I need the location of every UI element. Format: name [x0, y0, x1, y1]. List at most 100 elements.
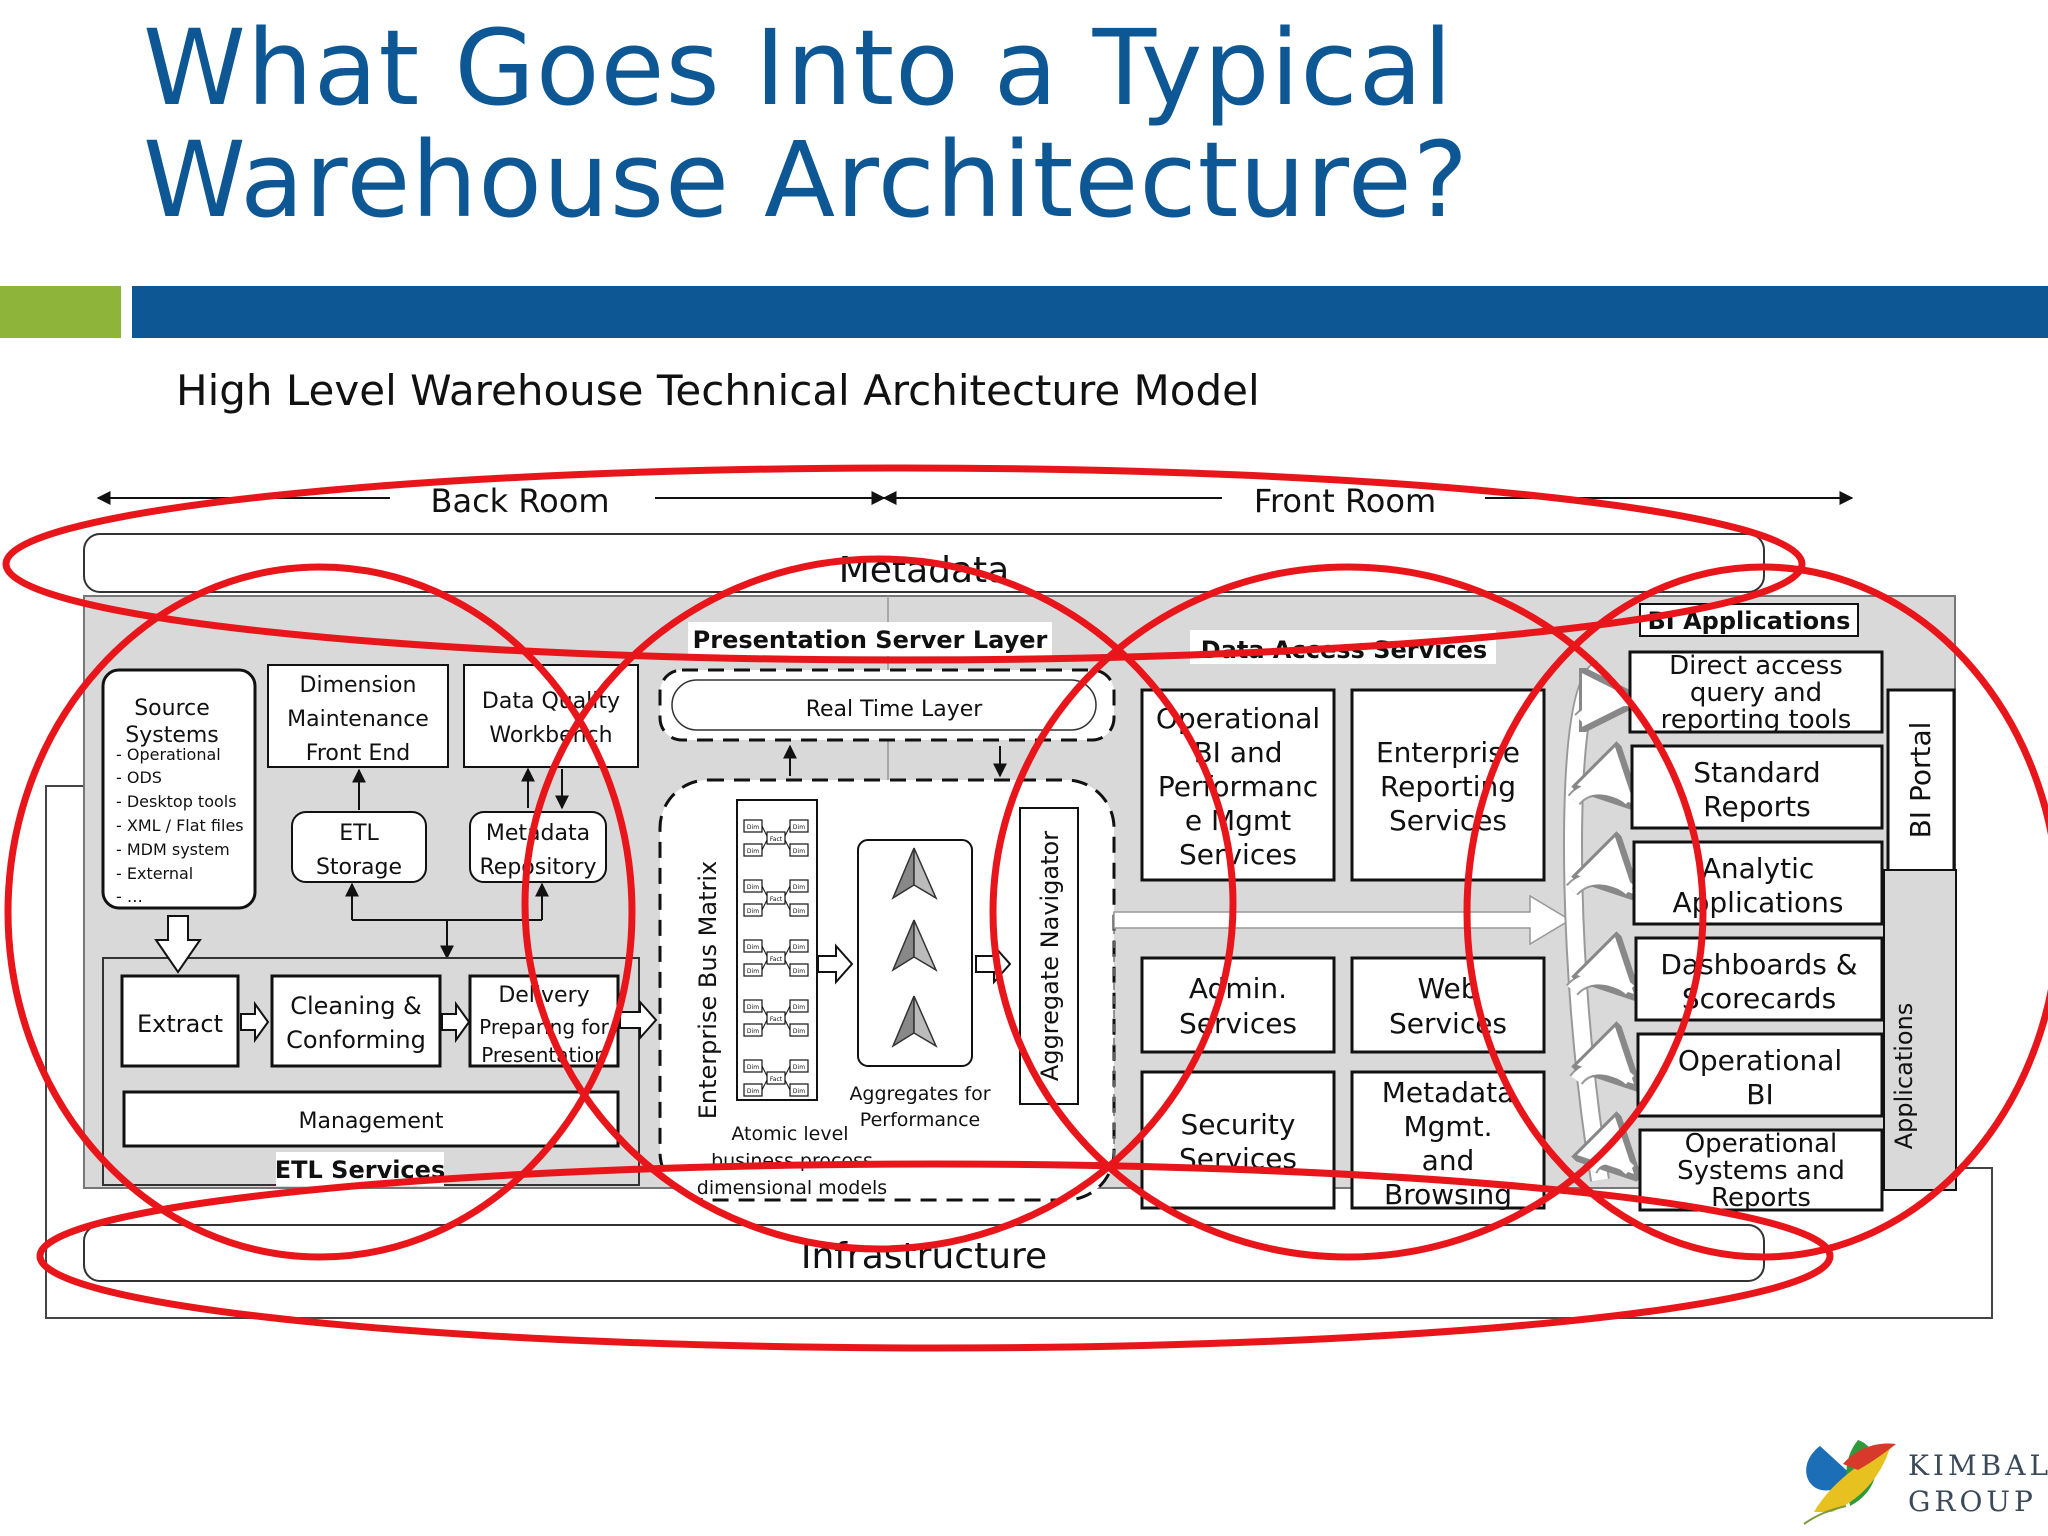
schema-link — [784, 839, 791, 851]
etl-storage-line: Storage — [316, 855, 402, 880]
dim-table-label: Dim — [793, 1088, 805, 1095]
schema-link — [784, 885, 791, 897]
schema-link — [761, 1019, 768, 1031]
highlight-ellipse-presentation — [521, 555, 1237, 1253]
schema-link — [784, 899, 791, 911]
real-time-layer-label: Real Time Layer — [806, 697, 984, 722]
dim-table-label: Dim — [747, 1004, 759, 1011]
delivery-line: Delivery — [498, 983, 589, 1008]
app-line: Operational — [1678, 1044, 1842, 1077]
service-line: e Mgmt — [1185, 804, 1291, 837]
dim-table-label: Dim — [793, 908, 805, 915]
source-item: - Operational — [116, 745, 221, 764]
app-line: Direct access — [1669, 651, 1843, 681]
highlight-ellipse-data-access — [989, 563, 1707, 1261]
app-line: Standard — [1693, 756, 1820, 789]
fact-table-label: Fact — [770, 1076, 783, 1083]
dim-table-label: Dim — [793, 848, 805, 855]
presentation-server-label: Presentation Server Layer — [693, 626, 1048, 654]
aggregate-navigator-label: Aggregate Navigator — [1036, 831, 1064, 1081]
dimension-maintenance-box: Dimension Maintenance Front End — [267, 664, 449, 768]
dim-table-label: Dim — [747, 848, 759, 855]
highlight-ellipses — [2, 464, 2048, 1352]
web-services-box: Web Services — [1350, 956, 1546, 1054]
app-dashboards-scorecards: Dashboards & Scorecards — [1634, 936, 1884, 1022]
fact-table-label: Fact — [770, 836, 783, 843]
service-line: BI and — [1193, 736, 1282, 769]
app-operational-systems: Operational Systems and Reports — [1638, 1128, 1884, 1213]
fact-table-label: Fact — [770, 956, 783, 963]
highlight-ellipse-bi-applications — [1463, 563, 2048, 1261]
source-item: - XML / Flat files — [116, 816, 244, 835]
schema-link — [761, 899, 768, 911]
highlight-ellipse-infrastructure — [36, 1160, 1834, 1352]
dim-table-label: Dim — [747, 1088, 759, 1095]
highlight-ellipse-metadata — [2, 464, 1806, 664]
fact-table-mark — [766, 891, 786, 905]
schema-link — [784, 1079, 791, 1091]
aggregates-caption-line: Performance — [860, 1109, 980, 1131]
service-line: Services — [1179, 1007, 1297, 1040]
fact-table-label: Fact — [770, 1016, 783, 1023]
logo-text-line-1: KIMBALL — [1908, 1449, 2048, 1482]
schema-link — [784, 1019, 791, 1031]
flow-arrow — [817, 943, 854, 985]
metadata-repository-line: Repository — [480, 855, 597, 880]
pyramid-icon — [891, 847, 938, 900]
dimension-maintenance-line: Maintenance — [287, 707, 429, 732]
schema-link — [761, 885, 768, 897]
slide-title-line-1: What Goes Into a Typical — [143, 7, 1454, 129]
front-room-label: Front Room — [1254, 482, 1436, 520]
delivery-line: Presentation — [481, 1043, 607, 1067]
etl-storage-line: ETL — [339, 821, 379, 846]
source-item: - MDM system — [116, 840, 230, 859]
app-line: Applications — [1672, 886, 1843, 919]
service-line: Admin. — [1189, 972, 1287, 1005]
dim-table-label: Dim — [793, 884, 805, 891]
app-line: Reports — [1711, 1183, 1811, 1213]
enterprise-bus-matrix-label: Enterprise Bus Matrix — [694, 861, 722, 1119]
metadata-repository-box: Metadata Repository — [469, 811, 607, 883]
service-line: Mgmt. — [1403, 1110, 1492, 1143]
schema-link — [784, 959, 791, 971]
applications-label: Applications — [1890, 1003, 1918, 1150]
management-label: Management — [299, 1109, 444, 1134]
kimball-group-logo: KIMBALL GROUP — [1908, 1448, 2048, 1520]
etl-storage-box: ETL Storage — [291, 811, 427, 883]
fact-table-mark — [766, 951, 786, 965]
dim-table-label: Dim — [793, 1064, 805, 1071]
real-time-layer-box — [671, 679, 1097, 731]
source-title-2: Systems — [125, 723, 219, 748]
aggregates-caption-line: Aggregates for — [849, 1083, 990, 1105]
source-title-1: Source — [134, 696, 210, 721]
fact-table-mark — [766, 831, 786, 845]
schema-link — [761, 959, 768, 971]
service-line: Services — [1389, 804, 1507, 837]
app-analytic-applications: Analytic Applications — [1632, 840, 1884, 926]
pyramid-icon — [891, 995, 938, 1048]
schema-link — [761, 1005, 768, 1017]
cleaning-line: Cleaning & — [290, 992, 422, 1020]
metadata-mgmt-services-box: Metadata Mgmt. and Browsing — [1350, 1070, 1546, 1211]
schema-link — [761, 1065, 768, 1077]
source-item: - Desktop tools — [116, 792, 237, 811]
app-line: reporting tools — [1661, 705, 1852, 735]
extract-box: Extract — [120, 974, 240, 1068]
atomic-caption-line: Atomic level — [731, 1123, 848, 1145]
app-standard-reports: Standard Reports — [1630, 744, 1884, 830]
dim-table-label: Dim — [747, 884, 759, 891]
back-room-connectors — [345, 767, 569, 960]
dim-table-label: Dim — [793, 824, 805, 831]
schema-link — [761, 839, 768, 851]
schema-link — [784, 1005, 791, 1017]
fact-table-mark — [766, 1011, 786, 1025]
enterprise-reporting-services-box: Enterprise Reporting Services — [1350, 688, 1546, 882]
service-line: Metadata — [1382, 1076, 1515, 1109]
slide-subtitle: High Level Warehouse Technical Architect… — [176, 366, 1260, 415]
room-header: Back Room Front Room — [96, 482, 1854, 520]
dim-table-label: Dim — [793, 1028, 805, 1035]
